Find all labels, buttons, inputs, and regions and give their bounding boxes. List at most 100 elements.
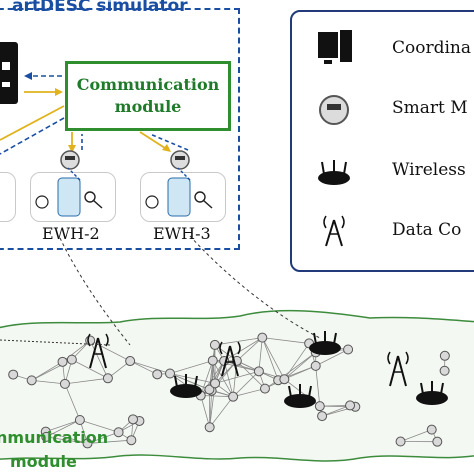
network-link (315, 349, 349, 367)
network-link (87, 439, 132, 444)
network-link (64, 377, 108, 385)
network-label-line2: module (10, 452, 77, 471)
smart-meter-icon (317, 411, 328, 422)
network-link (209, 396, 234, 428)
blue-arrow-down-left (0, 117, 65, 155)
smart-meter-icon (343, 344, 354, 355)
smart-meter-icon (310, 360, 321, 371)
smart-meter-icon (170, 150, 190, 170)
legend-label-data-collector: Data Co (392, 220, 462, 240)
comm-module-line2: module (114, 97, 182, 116)
smart-meter-icon (125, 356, 136, 367)
network-link (214, 360, 238, 384)
data-collector-tower-icon (87, 333, 109, 369)
network-link (200, 395, 211, 428)
smart-meter-icon (152, 369, 163, 380)
smart-meter-icon (66, 354, 77, 365)
network-cloud-outline (0, 309, 474, 462)
legend-label-wireless: Wireless (392, 160, 466, 180)
network-link (46, 419, 81, 438)
yellow-arrow-down-left (0, 105, 65, 141)
smart-meter-icon (57, 356, 68, 367)
network-link (261, 337, 279, 381)
network-label-line1: nmunication (0, 428, 109, 447)
communication-module-box: Communication module (65, 61, 231, 131)
network-link (258, 337, 263, 372)
smart-meter-icon (165, 368, 176, 379)
network-link (319, 405, 351, 407)
wireless-router-icon (309, 331, 341, 355)
network-link (169, 360, 213, 374)
network-link (233, 388, 266, 398)
network-link (87, 431, 119, 444)
smart-meter-icon (253, 366, 264, 377)
smart-meter-icon (60, 150, 80, 170)
smart-meter-icon (26, 375, 37, 386)
smart-meter-icon (314, 401, 325, 412)
data-collector-tower-icon (387, 351, 409, 387)
smart-meter-icon (439, 365, 450, 376)
network-link (284, 352, 317, 380)
network-link (315, 365, 321, 407)
ewh2-link-curve (59, 237, 131, 346)
smart-meter-icon (210, 378, 221, 389)
smart-meter-icon (204, 422, 215, 433)
smart-meter-icon (319, 95, 349, 125)
network-link (261, 337, 285, 380)
network-link (236, 337, 263, 362)
network-link (262, 337, 310, 344)
simulator-boundary (0, 8, 240, 250)
ewh-2-label: EWH-2 (42, 224, 100, 243)
smart-meter-icon (41, 431, 52, 442)
network-link (214, 337, 263, 346)
ewh-3-label: EWH-3 (153, 224, 211, 243)
coordinator-icon (0, 42, 18, 104)
smart-meter-icon (82, 438, 93, 449)
smart-meter-icon (59, 378, 70, 389)
network-link (71, 359, 109, 379)
network-link (236, 360, 266, 389)
network-link (223, 337, 263, 362)
legend-label-coordinator: Coordina (392, 38, 472, 58)
network-link (169, 373, 210, 390)
smart-meter-icon (204, 384, 215, 395)
network-link (212, 360, 234, 397)
ewh3-link-curve (189, 235, 321, 339)
smart-meter-icon (228, 391, 239, 402)
wireless-router-icon (416, 381, 448, 405)
network-link (284, 343, 310, 380)
network-link (200, 360, 214, 396)
coordinator-icon (318, 30, 352, 64)
network-link (284, 365, 316, 380)
smart-meter-icon (74, 415, 85, 426)
network-link (232, 371, 260, 397)
wireless-router-icon (318, 160, 350, 185)
network-link (129, 360, 158, 375)
ewh2-contents (35, 167, 103, 217)
smart-meter-icon (207, 355, 218, 366)
network-link (64, 383, 81, 421)
network-link (200, 395, 234, 398)
smart-meter-icon (395, 436, 406, 447)
smart-meter-icon (126, 435, 137, 446)
smart-meter-icon (209, 339, 220, 350)
smart-meter-icon (432, 436, 443, 447)
network-link (169, 373, 216, 384)
comm-module-line1: Communication (76, 75, 220, 94)
smart-meter-icon (128, 414, 139, 425)
wireless-router-icon (284, 384, 316, 408)
network-link (223, 360, 234, 397)
legend-label-smart-meter: Smart M (392, 98, 468, 118)
network-link (214, 370, 260, 384)
data-collector-tower-icon (219, 341, 241, 377)
smart-meter-icon (8, 369, 19, 380)
smart-meter-icon (345, 400, 356, 411)
data-collector-tower-icon (323, 215, 345, 247)
smart-meter-icon (439, 350, 450, 361)
smart-meter-icon (113, 427, 124, 438)
